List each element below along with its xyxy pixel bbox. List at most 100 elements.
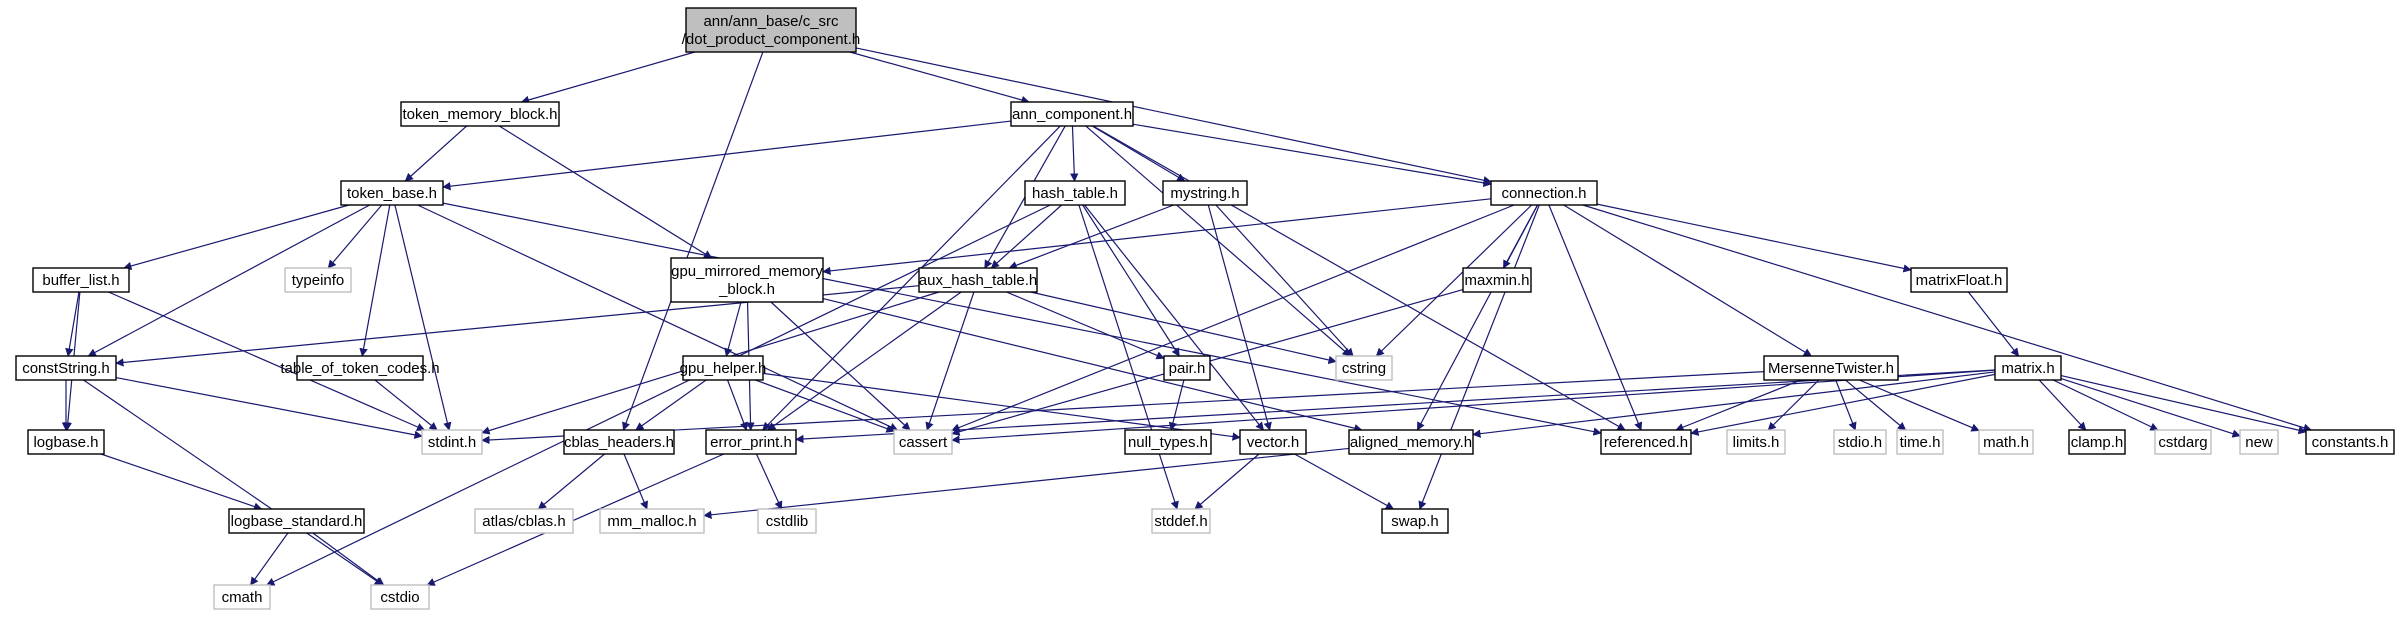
node-table_of_token_codes[interactable]: table_of_token_codes.h [280,355,440,381]
node-atlas_cblas[interactable]: atlas/cblas.h [474,508,574,534]
node-cblas_headers[interactable]: cblas_headers.h [563,429,675,455]
edge-mystring-to-aux_hash_table [1008,204,1174,270]
node-label-typeinfo: typeinfo [292,272,345,289]
edge-connection-to-aligned_memory [1416,204,1539,431]
node-box-token_base [340,180,444,206]
node-matrix[interactable]: matrix.h [1994,355,2062,381]
edge-root-to-token_memory_block [520,51,695,104]
node-box-hash_table [1024,180,1126,206]
node-buffer_list[interactable]: buffer_list.h [32,267,130,293]
node-cstdlib[interactable]: cstdlib [757,508,817,534]
node-stddef[interactable]: stddef.h [1151,508,1211,534]
node-stdio[interactable]: stdio.h [1833,429,1887,455]
edge-connection-to-swap [1418,204,1540,510]
node-label-mystring: mystring.h [1170,185,1239,202]
edge-connection-to-gpu_mirrored_memory_block [822,198,1492,276]
edge-connection-to-cassert [951,204,1515,432]
edge-matrix-to-aligned_memory [1472,371,1996,438]
node-cmath[interactable]: cmath [213,584,271,610]
node-swap[interactable]: swap.h [1381,508,1449,534]
node-label-clamp: clamp.h [2071,434,2124,451]
node-time[interactable]: time.h [1896,429,1944,455]
node-box-aux_hash_table [918,267,1038,293]
edge-matrix-to-error_print [795,369,1996,444]
node-new[interactable]: new [2239,429,2279,455]
node-box-stdio [1833,429,1887,455]
node-cstdio[interactable]: cstdio [370,584,430,610]
node-label-MersenneTwister: MersenneTwister.h [1768,360,1894,377]
node-box-limits [1726,429,1786,455]
node-constants[interactable]: constants.h [2305,429,2395,455]
node-error_print[interactable]: error_print.h [705,429,797,455]
node-root[interactable]: ann/ann_base/c_src/dot_product_component… [682,7,860,53]
node-typeinfo[interactable]: typeinfo [284,267,352,293]
node-clamp[interactable]: clamp.h [2068,429,2126,455]
node-label-cblas_headers: cblas_headers.h [564,434,674,451]
node-connection[interactable]: connection.h [1490,180,1598,206]
node-math[interactable]: math.h [1978,429,2034,455]
edge-buffer_list-to-stdint [108,291,426,431]
node-box-clamp [2068,429,2126,455]
edge-gpu_helper-to-vector [762,372,1241,441]
edge-gpu_helper-to-cassert [755,379,895,433]
node-box-cblas_headers [563,429,675,455]
node-label-constString: constString.h [22,360,110,377]
node-label-matrix: matrix.h [2001,360,2054,377]
node-maxmin[interactable]: maxmin.h [1462,267,1532,293]
node-label-cstdarg: cstdarg [2158,434,2207,451]
node-label-ann_component: ann_component.h [1012,106,1132,123]
node-limits[interactable]: limits.h [1726,429,1786,455]
node-label-logbase: logbase.h [33,434,98,451]
node-referenced[interactable]: referenced.h [1600,429,1692,455]
node-label-connection: connection.h [1501,185,1586,202]
node-token_base[interactable]: token_base.h [340,180,444,206]
node-label-cstdio: cstdio [380,589,419,606]
node-cstring[interactable]: cstring [1335,355,1393,381]
node-cassert[interactable]: cassert [893,429,953,455]
node-label-limits: limits.h [1733,434,1780,451]
node-aligned_memory[interactable]: aligned_memory.h [1348,429,1474,455]
node-box-cstring [1335,355,1393,381]
edge-MersenneTwister-to-stdint [481,370,1765,445]
node-matrixFloat[interactable]: matrixFloat.h [1910,267,2008,293]
edge-matrix-to-cassert [951,369,1996,444]
node-label-null_types: null_types.h [1128,434,1208,451]
node-label-stdint: stdint.h [428,434,476,451]
node-hash_table[interactable]: hash_table.h [1024,180,1126,206]
edge-ann_component-to-connection [1132,123,1492,188]
node-box-time [1896,429,1944,455]
node-logbase_standard[interactable]: logbase_standard.h [228,508,365,534]
node-logbase[interactable]: logbase.h [27,429,105,455]
node-null_types[interactable]: null_types.h [1124,429,1212,455]
edge-matrix-to-new [2060,378,2241,438]
node-constString[interactable]: constString.h [15,355,117,381]
node-aux_hash_table[interactable]: aux_hash_table.h [918,267,1038,293]
node-box-buffer_list [32,267,130,293]
node-stdint[interactable]: stdint.h [421,429,483,455]
node-label-cassert: cassert [899,434,948,451]
edge-token_base-to-typeinfo [327,204,383,269]
nodes-layer: ann/ann_base/c_src/dot_product_component… [15,7,2395,610]
node-box-typeinfo [284,267,352,293]
node-label-time: time.h [1900,434,1941,451]
node-mm_malloc[interactable]: mm_malloc.h [599,508,705,534]
node-cstdarg[interactable]: cstdarg [2154,429,2212,455]
node-gpu_mirrored_memory_block[interactable]: gpu_mirrored_memory_block.h [670,257,824,303]
node-label-referenced: referenced.h [1604,434,1688,451]
node-MersenneTwister[interactable]: MersenneTwister.h [1763,355,1899,381]
node-ann_component[interactable]: ann_component.h [1010,101,1134,127]
edges-layer [61,47,2312,586]
node-token_memory_block[interactable]: token_memory_block.h [400,101,560,127]
edge-token_base-to-cassert [417,204,899,431]
edge-hash_table-to-stddef [1078,204,1179,510]
node-box-cstdarg [2154,429,2212,455]
node-box-mm_malloc [599,508,705,534]
edge-matrixFloat-to-matrix [1967,291,2020,357]
edge-aligned_memory-to-mm_malloc [703,447,1350,519]
node-vector[interactable]: vector.h [1239,429,1307,455]
node-box-logbase_standard [228,508,365,534]
node-mystring[interactable]: mystring.h [1162,180,1248,206]
node-gpu_helper[interactable]: gpu_helper.h [680,355,767,381]
node-box-mystring [1162,180,1248,206]
node-pair[interactable]: pair.h [1163,355,1211,381]
